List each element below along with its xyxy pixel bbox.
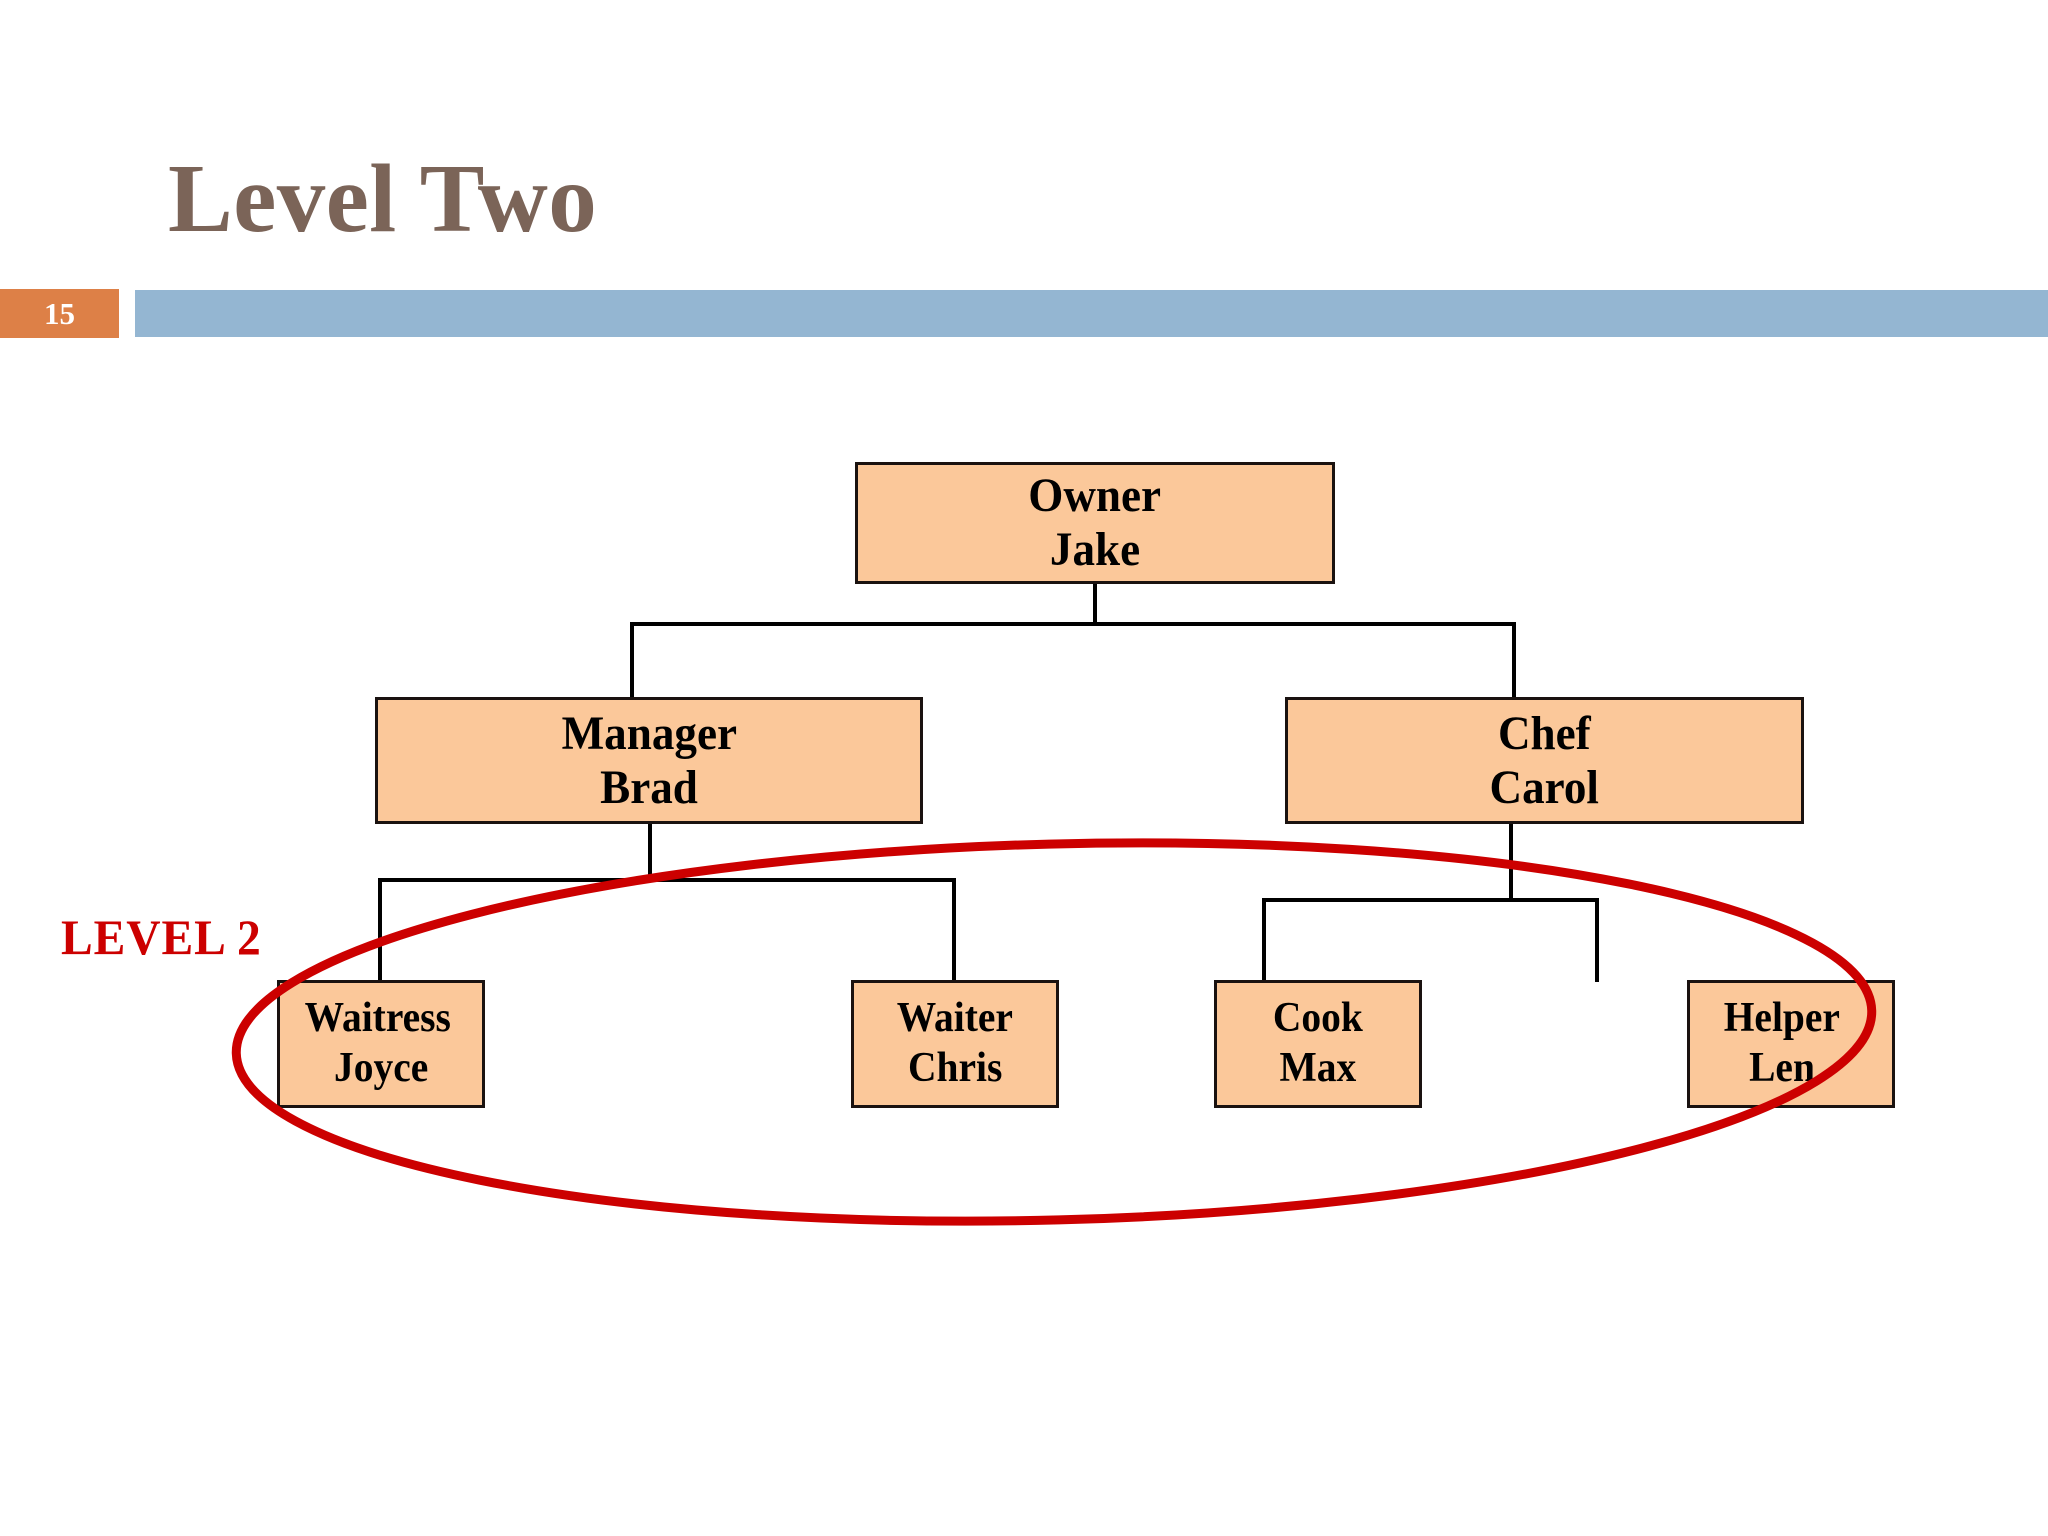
connector-drop-helper	[1595, 898, 1599, 982]
connector-chef-stem	[1509, 824, 1513, 900]
connector-drop-waitress	[378, 878, 382, 982]
connector-owner-stem	[1093, 584, 1097, 624]
connector-drop-cook	[1262, 898, 1266, 982]
page-number-label: 15	[44, 296, 75, 331]
org-node-title: Owner	[1028, 469, 1162, 523]
connector-drop-chef	[1512, 622, 1516, 699]
org-node-owner[interactable]: Owner Jake	[855, 462, 1335, 584]
org-node-waiter[interactable]: Waiter Chris	[851, 980, 1059, 1108]
page-title: Level Two	[168, 145, 598, 252]
page-number-badge: 15	[0, 289, 119, 338]
connector-drop-manager	[630, 622, 634, 699]
org-node-person: Carol	[1489, 760, 1600, 814]
level-annotation-label: LEVEL 2	[61, 909, 262, 965]
org-node-title: Cook	[1273, 995, 1363, 1042]
connector-manager-stem	[648, 824, 652, 880]
connector-drop-waiter	[952, 878, 956, 982]
org-node-cook[interactable]: Cook Max	[1214, 980, 1422, 1108]
org-node-person: Len	[1749, 1045, 1815, 1091]
org-node-person: Brad	[600, 760, 698, 814]
org-node-title: Manager	[561, 706, 737, 760]
connector-manager-bar	[378, 878, 956, 882]
org-node-title: Waitress	[304, 995, 452, 1042]
org-node-title: Helper	[1723, 995, 1841, 1042]
org-node-title: Waiter	[896, 995, 1014, 1042]
org-node-chef[interactable]: Chef Carol	[1285, 697, 1804, 824]
connector-level1-bar	[630, 622, 1516, 626]
connector-chef-bar	[1262, 898, 1599, 902]
org-node-waitress[interactable]: Waitress Joyce	[277, 980, 485, 1108]
org-node-person: Chris	[907, 1045, 1003, 1091]
org-node-person: Joyce	[333, 1045, 429, 1091]
org-node-manager[interactable]: Manager Brad	[375, 697, 923, 824]
org-node-helper[interactable]: Helper Len	[1687, 980, 1895, 1108]
title-divider-bar	[135, 290, 2048, 337]
org-node-person: Jake	[1049, 523, 1141, 576]
org-node-title: Chef	[1498, 706, 1591, 760]
org-node-person: Max	[1279, 1045, 1357, 1091]
